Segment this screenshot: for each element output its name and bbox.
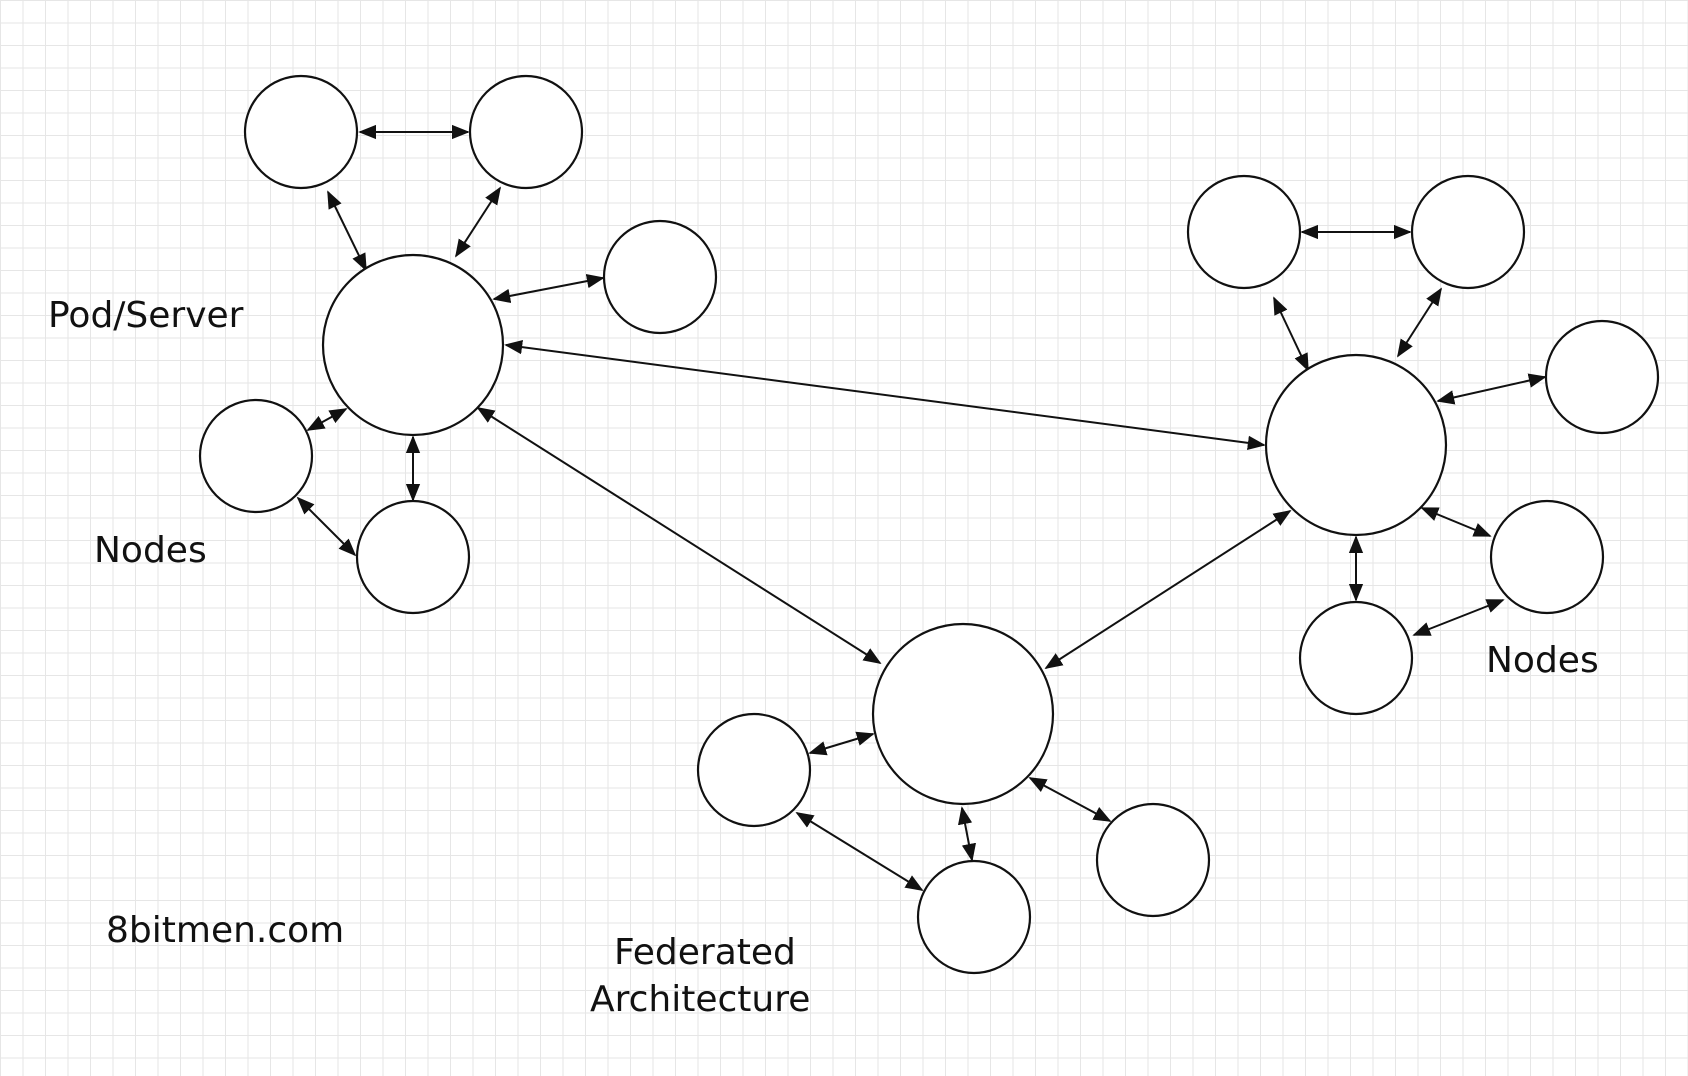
right-node-top-right (1410, 174, 1526, 290)
right-node-right (1544, 319, 1660, 435)
edge-left-hub-bottom-hub (476, 407, 882, 664)
edge-bottom-hub-node-left (808, 731, 875, 756)
left-hub-server (321, 253, 505, 437)
left-node-right (602, 219, 718, 335)
nodes (198, 74, 1660, 975)
pod-server-label: Pod/Server (48, 295, 244, 336)
edge-bottom-lower-nodes (795, 812, 924, 891)
edge-bottom-hub-node-right (1028, 777, 1112, 822)
nodes-label-left: Nodes (94, 530, 207, 571)
bottom-node-right (1095, 802, 1211, 918)
right-node-bottom (1298, 600, 1414, 716)
left-node-bottom (355, 499, 471, 615)
right-node-top-left (1186, 174, 1302, 290)
bottom-node-left (696, 712, 812, 828)
edge-right-hub-node-top-right (1397, 287, 1442, 358)
edge-right-hub-node-right (1436, 373, 1547, 405)
edges (296, 124, 1547, 891)
right-node-lower-right (1489, 499, 1605, 615)
watermark-label: 8bitmen.com (106, 910, 345, 951)
nodes-label-right: Nodes (1486, 640, 1599, 681)
edge-left-hub-node-lower-left (306, 408, 348, 431)
left-node-top-left (243, 74, 359, 190)
edge-left-hub-node-right (492, 273, 605, 304)
edge-right-lower-nodes (1412, 599, 1505, 636)
federated-architecture-label-line1: Federated (614, 932, 796, 973)
edge-right-hub-node-top-left (1273, 296, 1309, 372)
edge-left-lower-nodes (296, 496, 357, 557)
edge-left-hub-node-top-left (327, 190, 367, 272)
right-hub-server (1264, 353, 1448, 537)
edge-left-hub-right-hub (504, 339, 1266, 451)
left-node-lower-left (198, 398, 314, 514)
edge-left-hub-node-top-right (455, 186, 501, 258)
federated-architecture-label-line2: Architecture (590, 979, 811, 1020)
left-node-top-right (468, 74, 584, 190)
edge-bottom-hub-node-bottom (957, 806, 977, 862)
bottom-node-bottom (916, 859, 1032, 975)
edge-right-hub-bottom-hub (1044, 510, 1292, 669)
edge-right-hub-node-lower-right (1420, 507, 1492, 537)
bottom-hub-server (871, 622, 1055, 806)
